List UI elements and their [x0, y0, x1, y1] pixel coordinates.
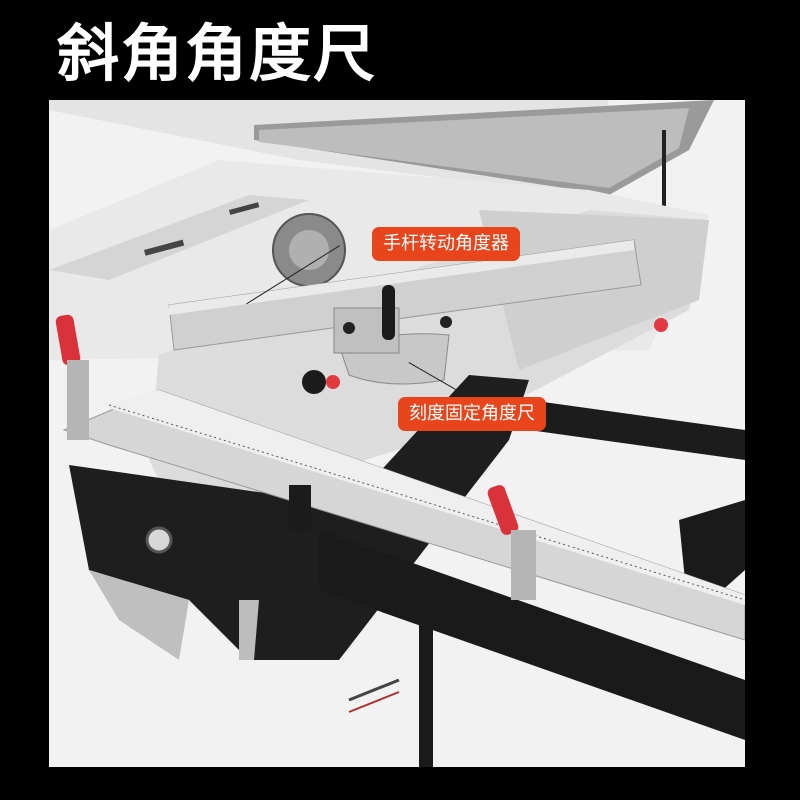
rotating-handle [382, 285, 395, 340]
page-title: 斜角角度尺 [57, 17, 378, 90]
callout-label: 手杆转动角度器 [383, 233, 509, 254]
saw-illustration [49, 100, 745, 767]
lock-knob [302, 370, 326, 394]
clamp-handle-left [55, 314, 81, 366]
miter-fence-bar [168, 239, 642, 351]
callout-fixed-angle-scale: 刻度固定角度尺 [398, 397, 546, 431]
callout-lever-protractor: 手杆转动角度器 [372, 227, 520, 261]
callout-label: 刻度固定角度尺 [409, 403, 535, 424]
product-photo-sliding-table-saw: 手杆转动角度器 刻度固定角度尺 [49, 100, 745, 767]
clamp-handle-right [487, 485, 519, 535]
outrigger-frame [529, 400, 745, 460]
